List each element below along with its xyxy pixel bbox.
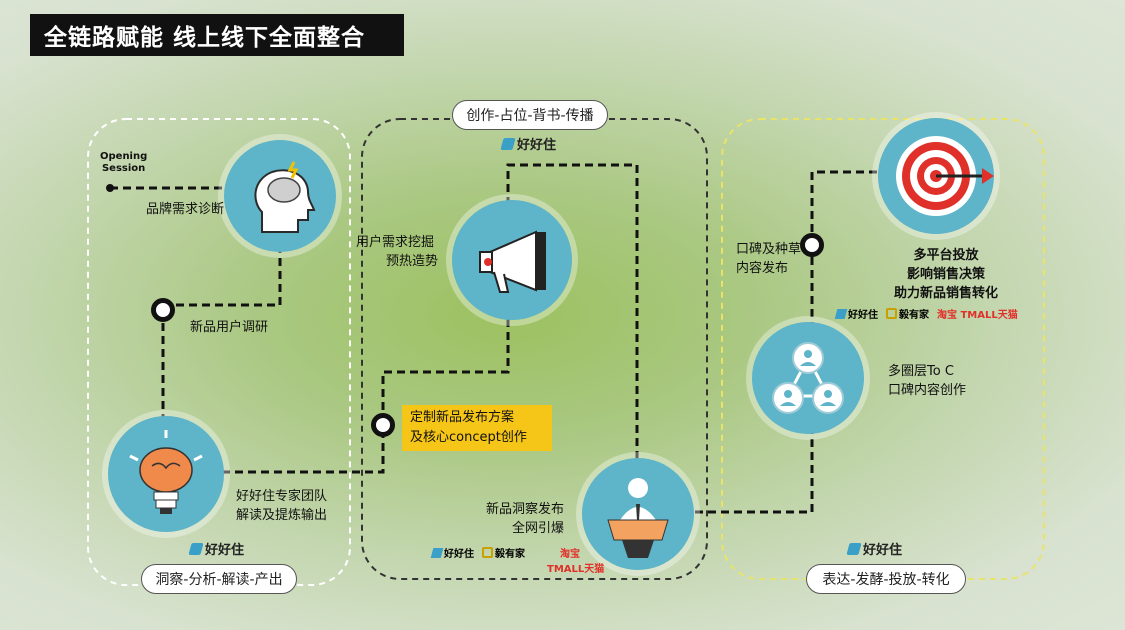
people-network-circle	[752, 322, 864, 434]
step-multi-platform: 多平台投放影响销售决策助力新品销售转化	[894, 248, 999, 301]
lightbulb-circle	[108, 416, 224, 532]
haohaozhu-logo-icon	[430, 547, 444, 558]
step-wom-seeding: 口碑及种草内容发布	[736, 242, 802, 276]
step-launch: 新品洞察发布全网引爆	[486, 502, 565, 536]
node-wom-seeding	[800, 233, 824, 257]
step-brand-diagnosis: 品牌需求诊断	[146, 202, 225, 217]
megaphone-circle	[452, 200, 572, 320]
yiyoujia-logo-icon	[482, 547, 493, 558]
step-user-demand: 用户需求挖掘预热造势	[356, 235, 439, 269]
logo-row-express: 好好住 毅有家 淘宝 TMALL天猫	[834, 306, 1018, 321]
megaphone-icon	[479, 230, 546, 293]
haohaozhu-logo-icon	[834, 308, 848, 319]
logo-taobao-launch: 淘宝	[560, 549, 580, 560]
brand-haohaozhu-express: 好好住	[846, 539, 902, 558]
phase-frame-insight	[87, 118, 351, 586]
logo-row-launch: 好好住 毅有家	[430, 545, 525, 560]
people-network-icon	[772, 342, 844, 414]
opening-session-label: Opening Session	[100, 151, 148, 174]
haohaozhu-logo-icon	[188, 542, 204, 555]
page-title: 全链路赋能 线上线下全面整合	[30, 14, 404, 56]
brand-haohaozhu-create: 好好住	[500, 134, 556, 153]
haohaozhu-logo-icon	[846, 542, 862, 555]
step-custom-launch: 定制新品发布方案及核心concept创作	[402, 405, 552, 451]
haohaozhu-logo-icon	[500, 137, 516, 150]
logo-tmall-launch: TMALL天猫	[547, 564, 605, 575]
target-icon	[896, 136, 994, 216]
phase-pill-create: 创作-占位-背书-传播	[452, 100, 608, 130]
brand-haohaozhu-insight: 好好住	[188, 539, 244, 558]
lightbulb-brain-icon	[129, 430, 203, 514]
step-new-user-research: 新品用户调研	[190, 320, 269, 335]
speaker-circle	[582, 458, 694, 570]
yiyoujia-logo-icon	[886, 308, 897, 319]
head-brain-icon	[254, 161, 316, 233]
speaker-podium-icon	[607, 478, 669, 558]
phase-pill-insight: 洞察-分析-解读-产出	[141, 564, 297, 594]
step-expert-team: 好好住专家团队解读及提炼输出	[236, 489, 328, 523]
brain-head-circle	[224, 140, 336, 252]
node-custom-launch	[371, 413, 395, 437]
opening-dot	[106, 184, 114, 192]
target-circle	[878, 118, 994, 234]
phase-pill-express: 表达-发酵-投放-转化	[806, 564, 966, 594]
node-new-user-research	[151, 298, 175, 322]
